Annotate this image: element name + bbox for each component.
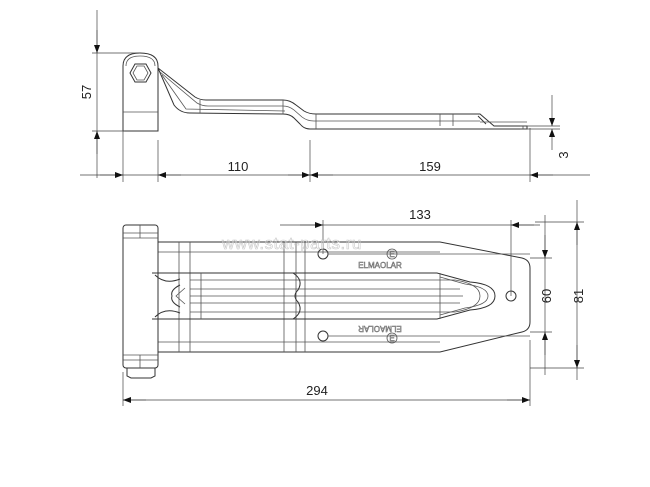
hinge-knuckle-side: [122, 52, 159, 132]
emboss-brand-top: ELMAOLAR: [358, 261, 402, 270]
hinge-arm-side: [157, 67, 528, 130]
hinge-knuckle-top: [122, 224, 159, 379]
emark-bottom: E: [389, 334, 394, 343]
emboss-brand-bottom: ELMAOLAR: [358, 324, 402, 333]
dim-total-length: 294: [306, 383, 328, 398]
dim-height: 57: [79, 85, 94, 99]
side-dimensions: 57 110 159 3: [79, 10, 590, 182]
dim-width: 81: [571, 289, 586, 303]
hinge-channel: [152, 272, 496, 320]
nut-icon: [126, 368, 156, 379]
embossing: ELMAOLAR ELMAOLAR E E: [358, 248, 402, 344]
dim-length: 159: [419, 159, 441, 174]
emark-top: E: [389, 250, 394, 259]
dim-thickness: 3: [556, 151, 571, 158]
dim-inner-width: 60: [539, 289, 554, 303]
hinge-plate: [158, 241, 531, 353]
side-view: 57 110 159 3: [79, 10, 590, 182]
hex-bolt-icon: [129, 63, 152, 83]
top-view: ELMAOLAR ELMAOLAR E E 133 60: [122, 200, 586, 406]
top-dimensions: 133 60 81 294: [122, 200, 586, 406]
dim-offset: 110: [228, 159, 249, 174]
watermark: www.stat-parts.ru: [221, 234, 362, 253]
dim-hole-spacing: 133: [409, 207, 431, 222]
mounting-hole: [317, 330, 329, 342]
